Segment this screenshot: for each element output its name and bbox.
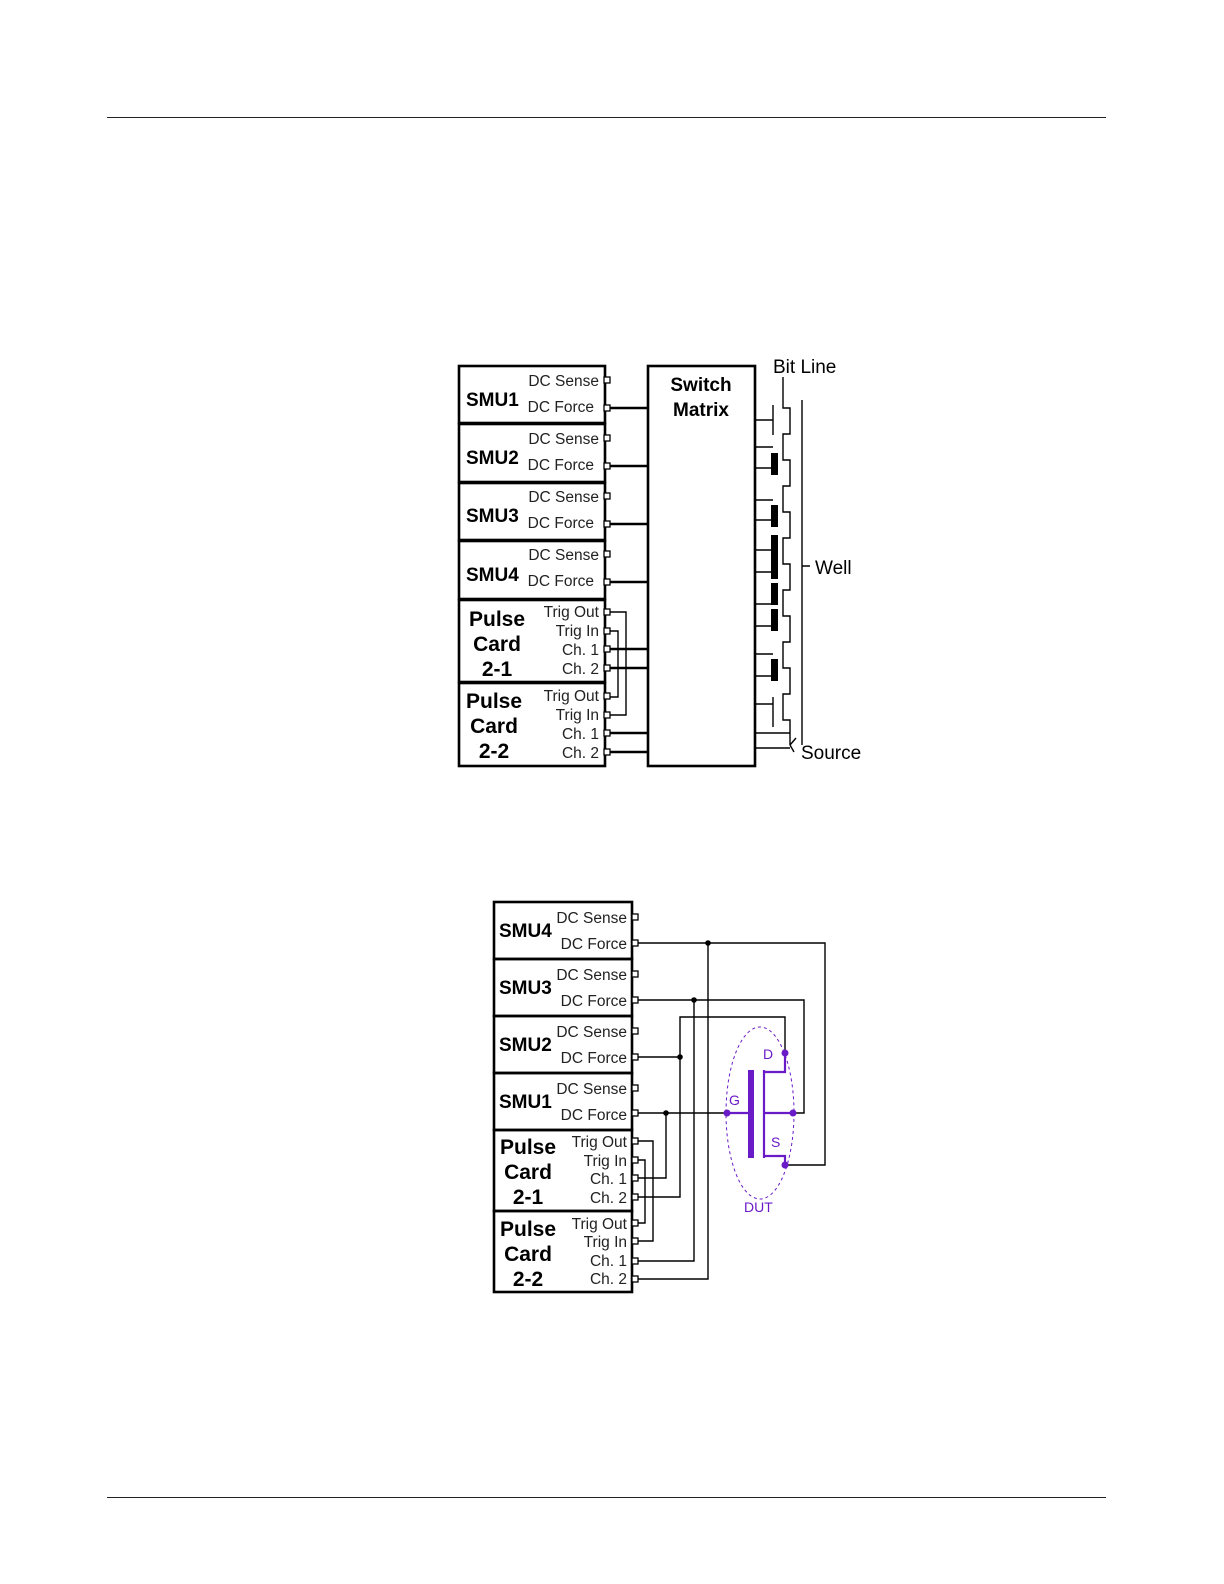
d2-pulse-card-2-2-title-line2: Card — [504, 1243, 552, 1266]
pulse-card-2-2-title-line3: 2-2 — [479, 740, 509, 763]
d2-pulse-card-2-2-title-line3: 2-2 — [513, 1268, 543, 1291]
smu1-label: SMU1 — [466, 390, 519, 411]
d2-pc21-trig-in-label: Trig In — [584, 1153, 627, 1170]
pulse-card-2-1-title-line1: Pulse — [469, 608, 525, 631]
pulse-card-2-2-title-line1: Pulse — [466, 690, 522, 713]
well-label: Well — [815, 558, 852, 579]
d2-pc22-ch1-label: Ch. 1 — [590, 1253, 627, 1270]
d2-smu3-dc-force-label: DC Force — [561, 993, 627, 1010]
pc21-ch1-to-smu1-wire — [638, 1113, 667, 1179]
pc21-trig-out-label: Trig Out — [544, 604, 600, 621]
d2-pulse-card-2-1-title-line3: 2-1 — [513, 1186, 544, 1209]
smu2-label: SMU2 — [466, 448, 519, 469]
diagram-1-switch-matrix-setup: SMU1 SMU2 SMU3 SMU4 DC Sense DC Force DC… — [457, 357, 861, 768]
smu2-to-drain-wire — [638, 1016, 786, 1058]
pc21-trig-in-label: Trig In — [556, 623, 599, 640]
d2-smu3-dc-sense-label: DC Sense — [556, 967, 627, 984]
source-label: Source — [801, 743, 861, 764]
pulse-card-2-1-title-line2: Card — [473, 633, 521, 656]
dut-drain-label: D — [763, 1046, 773, 1062]
d2-pulse-card-2-2-box — [492, 1209, 634, 1294]
bit-line-label: Bit Line — [773, 357, 836, 378]
nand-string — [771, 377, 810, 753]
d2-wiring — [638, 940, 826, 1280]
d2-smu1-label: SMU1 — [499, 1092, 552, 1113]
smu1-dc-sense-label: DC Sense — [528, 373, 599, 390]
d2-smu4-label: SMU4 — [499, 921, 552, 942]
switch-matrix-box — [646, 364, 757, 768]
smu4-dc-sense-label: DC Sense — [528, 547, 599, 564]
d2-smu4-dc-sense-label: DC Sense — [556, 910, 627, 927]
d2-pc22-trig-out-label: Trig Out — [572, 1216, 628, 1233]
smu1-dc-force-label: DC Force — [528, 399, 594, 416]
well-bracket — [801, 400, 810, 745]
pc22-ch2-to-smu4-wire — [638, 943, 709, 1280]
pc22-trig-out-label: Trig Out — [544, 688, 600, 705]
d2-pc21-ch1-label: Ch. 1 — [590, 1171, 627, 1188]
smu3-to-body-wire — [638, 999, 805, 1114]
d2-pc22-ch2-label: Ch. 2 — [590, 1271, 627, 1288]
d2-port-pins — [631, 913, 639, 1283]
pulse-card-2-1-title-line3: 2-1 — [482, 658, 513, 681]
pc21-ch1-label: Ch. 1 — [562, 642, 599, 659]
dut-label: DUT — [744, 1199, 773, 1215]
matrix-output-lines — [755, 419, 790, 749]
pulse-channel-wires — [609, 647, 648, 754]
pc22-ch2-label: Ch. 2 — [562, 745, 599, 762]
pc22-trig-in-label: Trig In — [556, 707, 599, 724]
smu3-label: SMU3 — [466, 506, 519, 527]
dut-gate-label: G — [729, 1092, 740, 1108]
d2-trig-loop-1 — [638, 1140, 654, 1242]
smu4-to-source-wire — [638, 942, 826, 1166]
source-arrow — [789, 737, 797, 753]
d2-smu3-label: SMU3 — [499, 978, 552, 999]
d2-smu1-dc-sense-label: DC Sense — [556, 1081, 627, 1098]
diagram-2-direct-dut-setup: SMU4 SMU3 SMU2 SMU1 DC Sense DC Force DC… — [492, 900, 826, 1294]
d2-trig-loop-2 — [638, 1159, 646, 1224]
smu2-dc-force-label: DC Force — [528, 457, 594, 474]
smu-force-wires — [609, 406, 648, 584]
d2-smu1-dc-force-label: DC Force — [561, 1107, 627, 1124]
pulse-card-2-2-title-line2: Card — [470, 715, 518, 738]
d2-smu2-label: SMU2 — [499, 1035, 552, 1056]
switch-matrix-label-line2: Matrix — [673, 400, 729, 421]
d2-pulse-card-2-1-title-line1: Pulse — [500, 1136, 556, 1159]
trig-in-to-trig-out-loop — [610, 630, 619, 698]
d2-pulse-card-2-2-title-line1: Pulse — [500, 1218, 556, 1241]
diagram-1-port-pins — [603, 376, 611, 756]
d2-pc21-ch2-label: Ch. 2 — [590, 1190, 627, 1207]
smu2-dc-sense-label: DC Sense — [528, 431, 599, 448]
header-rule — [107, 117, 1106, 118]
pc21-ch2-label: Ch. 2 — [562, 661, 599, 678]
d2-pc21-trig-out-label: Trig Out — [572, 1134, 628, 1151]
smu3-dc-force-label: DC Force — [528, 515, 594, 532]
dut-source-label: S — [771, 1134, 780, 1150]
pulse-card-2-2-box — [457, 681, 607, 768]
switch-matrix-label-line1: Switch — [670, 375, 731, 396]
bit-line-channel — [782, 377, 791, 745]
d2-pc22-trig-in-label: Trig In — [584, 1234, 627, 1251]
trig-out-to-trig-in-loop — [610, 611, 627, 716]
dut-transistor — [723, 1026, 797, 1200]
gate-electrode — [748, 1070, 754, 1158]
d2-smu4-dc-force-label: DC Force — [561, 936, 627, 953]
pc22-ch1-label: Ch. 1 — [562, 726, 599, 743]
footer-rule — [107, 1497, 1106, 1498]
d2-smu2-dc-force-label: DC Force — [561, 1050, 627, 1067]
d2-pulse-card-2-1-title-line2: Card — [504, 1161, 552, 1184]
smu4-dc-force-label: DC Force — [528, 573, 594, 590]
smu4-label: SMU4 — [466, 565, 519, 586]
smu3-dc-sense-label: DC Sense — [528, 489, 599, 506]
pc21-ch2-to-smu2-wire — [638, 1057, 681, 1198]
pc22-ch1-to-smu3-wire — [638, 1000, 695, 1262]
d2-smu2-dc-sense-label: DC Sense — [556, 1024, 627, 1041]
memory-cell-gates — [771, 453, 778, 681]
